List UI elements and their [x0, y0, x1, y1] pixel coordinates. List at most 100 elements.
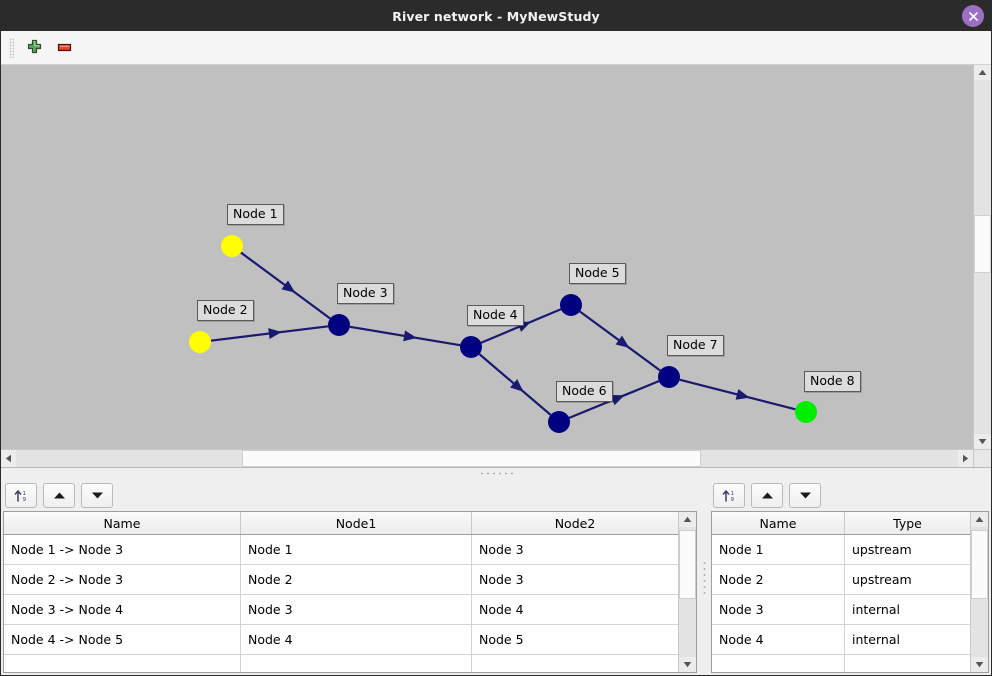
nodes-sort-button[interactable]: 1 9	[713, 482, 745, 508]
column-header[interactable]: Name	[4, 512, 241, 535]
column-header[interactable]: Node1	[240, 512, 472, 535]
close-button[interactable]	[962, 5, 984, 27]
node-label[interactable]: Node 5	[569, 263, 626, 284]
table-cell[interactable]: internal	[844, 594, 970, 625]
table-cell[interactable]: Node 3	[240, 594, 472, 625]
network-graph	[189, 235, 817, 433]
graph-node[interactable]	[560, 294, 582, 316]
table-cell[interactable]: Node 4	[240, 624, 472, 655]
remove-node-button[interactable]	[49, 34, 79, 62]
canvas-vscroll-thumb[interactable]	[974, 214, 991, 274]
table-cell[interactable]: Node 3 -> Node 4	[4, 594, 241, 625]
table-cell[interactable]: Node 2	[240, 564, 472, 595]
table-cell[interactable]: internal	[844, 624, 970, 655]
branches-vscroll-thumb[interactable]	[679, 529, 696, 600]
node-label[interactable]: Node 1	[227, 204, 284, 225]
table-cell[interactable]: Node 3	[471, 564, 678, 595]
table-cell[interactable]: upstream	[844, 534, 970, 565]
edge-arrowhead	[615, 335, 630, 348]
table-cell[interactable]: Node 1	[240, 534, 472, 565]
edge-arrowhead	[735, 389, 750, 400]
nodes-scroll-down-arrow[interactable]	[971, 657, 988, 672]
branches-move-up-button[interactable]	[43, 482, 75, 508]
table-row-partial[interactable]	[712, 654, 970, 672]
graph-node[interactable]	[221, 235, 243, 257]
scroll-down-arrow[interactable]	[974, 434, 991, 449]
graph-node[interactable]	[189, 331, 211, 353]
vertical-splitter[interactable]	[699, 479, 709, 675]
table-cell[interactable]	[844, 654, 970, 672]
nodes-vertical-scrollbar[interactable]	[970, 512, 988, 672]
canvas-horizontal-scrollbar[interactable]	[1, 449, 973, 467]
network-canvas[interactable]: Node 1 Node 2 Node 3 Node 4 Node 5 Node 6 Node…	[1, 65, 973, 449]
table-cell[interactable]: Node 3	[471, 534, 678, 565]
canvas-hscroll-track[interactable]	[16, 450, 958, 467]
scroll-up-arrow[interactable]	[974, 65, 991, 80]
node-label[interactable]: Node 7	[667, 335, 724, 356]
table-cell[interactable]: Node 2	[712, 564, 845, 595]
triangle-right-icon	[963, 454, 969, 463]
canvas-hscroll-thumb[interactable]	[242, 450, 701, 467]
table-cell[interactable]: Node 3	[712, 594, 845, 625]
node-label[interactable]: Node 2	[197, 300, 254, 321]
table-cell[interactable]: upstream	[844, 564, 970, 595]
graph-node[interactable]	[658, 366, 680, 388]
canvas-vertical-scrollbar[interactable]	[973, 65, 991, 449]
table-cell[interactable]	[471, 654, 678, 672]
table-cell[interactable]: Node 5	[471, 624, 678, 655]
table-cell[interactable]	[240, 654, 472, 672]
table-cell[interactable]: Node 1	[712, 534, 845, 565]
nodes-vscroll-track[interactable]	[971, 527, 988, 657]
canvas-vscroll-track[interactable]	[974, 80, 991, 434]
toolbar-grip[interactable]	[9, 37, 14, 58]
node-label[interactable]: Node 4	[467, 305, 524, 326]
nodes-move-down-button[interactable]	[789, 482, 821, 508]
scroll-right-arrow[interactable]	[958, 450, 973, 467]
graph-node[interactable]	[328, 314, 350, 336]
column-header[interactable]: Name	[712, 512, 845, 535]
table-cell[interactable]: Node 4	[471, 594, 678, 625]
branches-scroll-up-arrow[interactable]	[679, 512, 696, 527]
nodes-move-up-button[interactable]	[751, 482, 783, 508]
svg-text:1: 1	[23, 491, 27, 497]
table-cell[interactable]	[712, 654, 845, 672]
branches-scroll-down-arrow[interactable]	[679, 657, 696, 672]
branches-move-down-button[interactable]	[81, 482, 113, 508]
node-label[interactable]: Node 3	[337, 283, 394, 304]
table-row-partial[interactable]	[4, 654, 678, 672]
graph-node[interactable]	[548, 411, 570, 433]
branches-sort-button[interactable]: 1 9	[5, 482, 37, 508]
svg-text:9: 9	[731, 497, 735, 503]
add-node-button[interactable]	[19, 34, 49, 62]
node-label[interactable]: Node 8	[804, 371, 861, 392]
branches-vscroll-track[interactable]	[679, 527, 696, 657]
nodes-scroll-up-arrow[interactable]	[971, 512, 988, 527]
table-cell[interactable]: Node 1 -> Node 3	[4, 534, 241, 565]
branches-vertical-scrollbar[interactable]	[678, 512, 696, 672]
table-cell[interactable]: Node 4	[712, 624, 845, 655]
scroll-left-arrow[interactable]	[1, 450, 16, 467]
sort-ascending-icon: 1 9	[14, 489, 27, 503]
column-header[interactable]: Type	[844, 512, 970, 535]
horizontal-splitter[interactable]	[1, 467, 991, 479]
column-header[interactable]: Node2	[471, 512, 678, 535]
table-cell[interactable]	[4, 654, 241, 672]
graph-node[interactable]	[460, 336, 482, 358]
graph-node[interactable]	[795, 401, 817, 423]
table-cell[interactable]: Node 4 -> Node 5	[4, 624, 241, 655]
table-cell[interactable]: Node 2 -> Node 3	[4, 564, 241, 595]
nodes-vscroll-thumb[interactable]	[971, 529, 988, 600]
node-label[interactable]: Node 6	[556, 381, 613, 402]
